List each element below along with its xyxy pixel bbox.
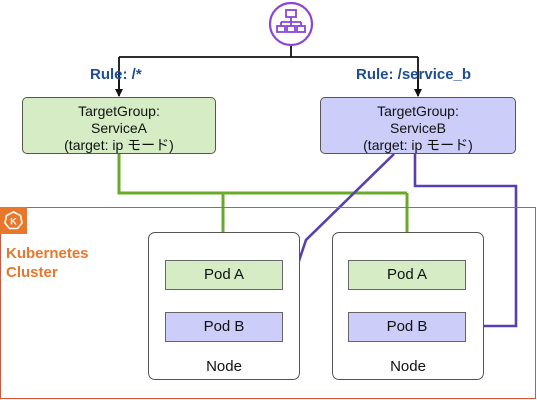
tg-a-line2: ServiceA bbox=[90, 120, 148, 136]
node-1-pod-b: Pod B bbox=[165, 312, 283, 342]
kubernetes-icon: K bbox=[0, 207, 27, 234]
tg-a-line3: (target: ip モード) bbox=[64, 137, 174, 153]
tg-b-line3: (target: ip モード) bbox=[363, 137, 473, 153]
cluster-label-line2: Cluster bbox=[6, 264, 58, 281]
cluster-label-line1: Kubernetes bbox=[6, 245, 89, 262]
node-2-pod-b: Pod B bbox=[348, 312, 466, 342]
node-2-pod-a: Pod A bbox=[348, 260, 466, 290]
target-group-service-a: TargetGroup: ServiceA (target: ip モード) bbox=[22, 97, 216, 154]
tg-b-line1: TargetGroup: bbox=[377, 103, 459, 119]
node-1-label: Node bbox=[206, 358, 242, 375]
alb-icon bbox=[268, 1, 314, 47]
target-group-service-b: TargetGroup: ServiceB (target: ip モード) bbox=[320, 97, 516, 154]
alb-connector bbox=[118, 46, 419, 95]
node-1-pod-a: Pod A bbox=[165, 260, 283, 290]
tg-a-line1: TargetGroup: bbox=[78, 103, 160, 119]
node-1 bbox=[148, 232, 300, 380]
node-2-label: Node bbox=[390, 358, 426, 375]
node-2 bbox=[332, 232, 484, 380]
rule-label-default: Rule: /* bbox=[90, 66, 142, 83]
green-route bbox=[117, 154, 407, 195]
tg-b-line2: ServiceB bbox=[389, 120, 447, 136]
cluster-label: Kubernetes Cluster bbox=[6, 244, 89, 282]
rule-label-service-b: Rule: /service_b bbox=[356, 66, 472, 83]
kubernetes-cluster bbox=[0, 207, 536, 399]
svg-text:K: K bbox=[10, 217, 17, 227]
purple-arrow-node2 bbox=[413, 154, 518, 331]
